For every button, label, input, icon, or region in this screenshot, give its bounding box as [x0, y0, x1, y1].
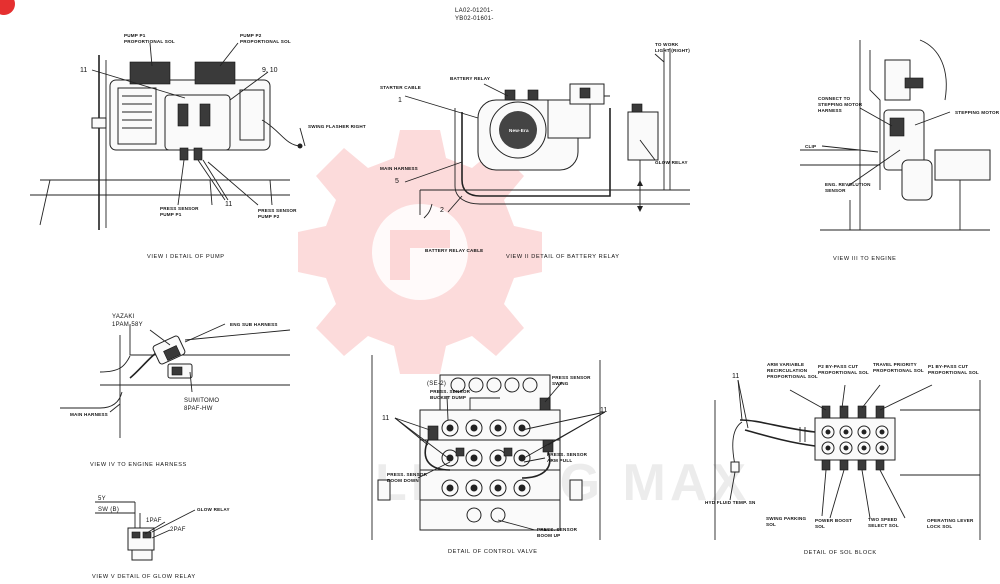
- label-swing-parking-2: SOL: [766, 522, 776, 527]
- label-2paf: 2PAF: [170, 527, 186, 533]
- label-eng-rev-sensor-1: ENG. REVOLUTION: [825, 182, 871, 187]
- view-glow: [95, 501, 196, 561]
- callout-battery-2: 2: [440, 207, 444, 214]
- caption-view-pump: VIEW I DETAIL OF PUMP: [147, 254, 225, 260]
- caption-view-battery: VIEW II DETAIL OF BATTERY RELAY: [506, 254, 620, 260]
- view-control-valve: [371, 355, 606, 540]
- label-p1-bypass-1: P1 BY-PASS CUT: [928, 364, 968, 369]
- label-sensor-bucket-1: PRESS. SENSOR: [430, 389, 471, 394]
- label-travel-priority-2: PROPORTIONAL SOL: [873, 368, 924, 373]
- callout-cv-11-left: 11: [382, 415, 389, 422]
- view-engine: [800, 39, 991, 231]
- corner-badge: [0, 0, 15, 15]
- label-travel-priority-1: TRAVEL PRIORITY: [873, 362, 917, 367]
- label-pump-p2-1: PUMP P2: [240, 33, 262, 38]
- label-operating-lever-1: OPERATING LEVER: [927, 518, 974, 523]
- label-yazaki-1: YAZAKI: [112, 314, 135, 320]
- label-connect-stepping-1: CONNECT TO: [818, 96, 851, 101]
- label-sy: 5Y: [98, 496, 106, 502]
- document-number-1: LA02-01201-: [455, 8, 493, 14]
- label-sensor-p2-2: PUMP P2: [258, 214, 280, 219]
- label-yazaki-2: 1PAM-58Y: [112, 322, 143, 328]
- label-battery-relay-cable: BATTERY RELAY CABLE: [425, 248, 483, 253]
- label-pump-p1-1: PUMP P1: [124, 33, 146, 38]
- label-glow-relay-v: GLOW RELAY: [197, 507, 230, 512]
- label-sw: SW (B): [98, 507, 119, 513]
- label-sumitomo-1: SUMITOMO: [184, 398, 219, 404]
- view-pump: [30, 42, 306, 230]
- callout-pump-9-10: 9, 10: [262, 67, 278, 74]
- label-swing-parking-1: SWING PARKING: [766, 516, 807, 521]
- caption-control-valve: DETAIL OF CONTROL VALVE: [448, 549, 538, 555]
- label-p2-bypass-2: PROPORTIONAL SOL: [818, 370, 869, 375]
- label-arm-variable-3: PROPORTIONAL SOL: [767, 374, 818, 379]
- document-number-2: YB02-01601-: [455, 16, 494, 22]
- label-power-boost-2: SOL: [815, 524, 825, 529]
- label-sensor-p1-2: PUMP P1: [160, 212, 182, 217]
- label-arm-variable-2: RECIRCULATION: [767, 368, 808, 373]
- callout-battery-1: 1: [398, 97, 402, 104]
- view-harness: [60, 323, 291, 438]
- callout-sol-11: 11: [732, 373, 739, 380]
- label-two-speed-2: SELECT SOL: [868, 523, 899, 528]
- label-1paf: 1PAF: [146, 518, 162, 524]
- label-p2-bypass-1: P2 BY-PASS CUT: [818, 364, 858, 369]
- label-p1-bypass-2: PROPORTIONAL SOL: [928, 370, 979, 375]
- callout-cv-11-right: 11: [600, 407, 607, 414]
- view-sol-block: [714, 379, 981, 540]
- callout-pump-11-top: 11: [80, 67, 87, 74]
- label-swing-flasher: SWING FLASHER RIGHT: [308, 124, 366, 129]
- label-pump-p2-2: PROPORTIONAL SOL: [240, 39, 291, 44]
- watermark-gear: [298, 130, 542, 374]
- label-starter-cable: STARTER CABLE: [380, 85, 421, 90]
- caption-sol-block: DETAIL OF SOL BLOCK: [804, 550, 877, 556]
- label-harness-main: MAIN HARNESS: [70, 412, 108, 417]
- label-sensor-boom-up-2: BOOM UP: [537, 533, 560, 538]
- label-sensor-boom-down-2: BOOM DOWN: [387, 478, 419, 483]
- view-battery: [404, 48, 690, 219]
- label-glow-relay: GLOW RELAY: [655, 160, 688, 165]
- label-power-boost-1: POWER BOOST: [815, 518, 852, 523]
- caption-view-glow: VIEW V DETAIL OF GLOW RELAY: [92, 574, 196, 580]
- label-battery-brand: New-Era: [509, 128, 529, 133]
- label-sensor-boom-up-1: PRESS. SENSOR: [537, 527, 578, 532]
- label-sensor-p2-1: PRESS SENSOR: [258, 208, 297, 213]
- label-battery-relay: BATTERY RELAY: [450, 76, 490, 81]
- label-arm-variable-1: ARM VARIABLE: [767, 362, 804, 367]
- callout-battery-5: 5: [395, 178, 399, 185]
- label-main-harness: MAIN HARNESS: [380, 166, 418, 171]
- label-to-work-light-1: TO WORK: [655, 42, 679, 47]
- label-sensor-boom-down-1: PRESS. SENSOR: [387, 472, 428, 477]
- label-sensor-bucket-2: BUCKET DUMP: [430, 395, 466, 400]
- label-sensor-arm-pull-1: PRESS. SENSOR: [547, 452, 588, 457]
- label-stepping-motor: STEPPING MOTOR: [955, 110, 1000, 115]
- label-sensor-p1-1: PRESS SENSOR: [160, 206, 199, 211]
- caption-view-harness: VIEW IV TO ENGINE HARNESS: [90, 462, 187, 468]
- label-two-speed-1: TWO SPEED: [868, 517, 898, 522]
- label-connect-stepping-3: HARNESS: [818, 108, 842, 113]
- label-sensor-swing-2: SWING: [552, 381, 569, 386]
- label-eng-rev-sensor-2: SENSOR: [825, 188, 846, 193]
- caption-view-engine: VIEW III TO ENGINE: [833, 256, 896, 262]
- label-hyd-fluid: HYD FLUID TEMP. SN: [705, 500, 756, 505]
- label-se2: (SE-2): [427, 381, 446, 387]
- label-to-work-light-2: LIGHT (RIGHT): [655, 48, 690, 53]
- callout-pump-11-bottom: 11: [225, 201, 232, 208]
- label-operating-lever-2: LOCK SOL: [927, 524, 952, 529]
- label-eng-sub-harness: ENG SUB HARNESS: [230, 322, 278, 327]
- label-clip: CLIP: [805, 144, 816, 149]
- label-sumitomo-2: 8PAF-HW: [184, 406, 213, 412]
- label-connect-stepping-2: STEPPING MOTOR: [818, 102, 863, 107]
- label-sensor-arm-pull-2: ARM PULL: [547, 458, 572, 463]
- label-pump-p1-2: PROPORTIONAL SOL: [124, 39, 175, 44]
- label-sensor-swing-1: PRESS SENSOR: [552, 375, 591, 380]
